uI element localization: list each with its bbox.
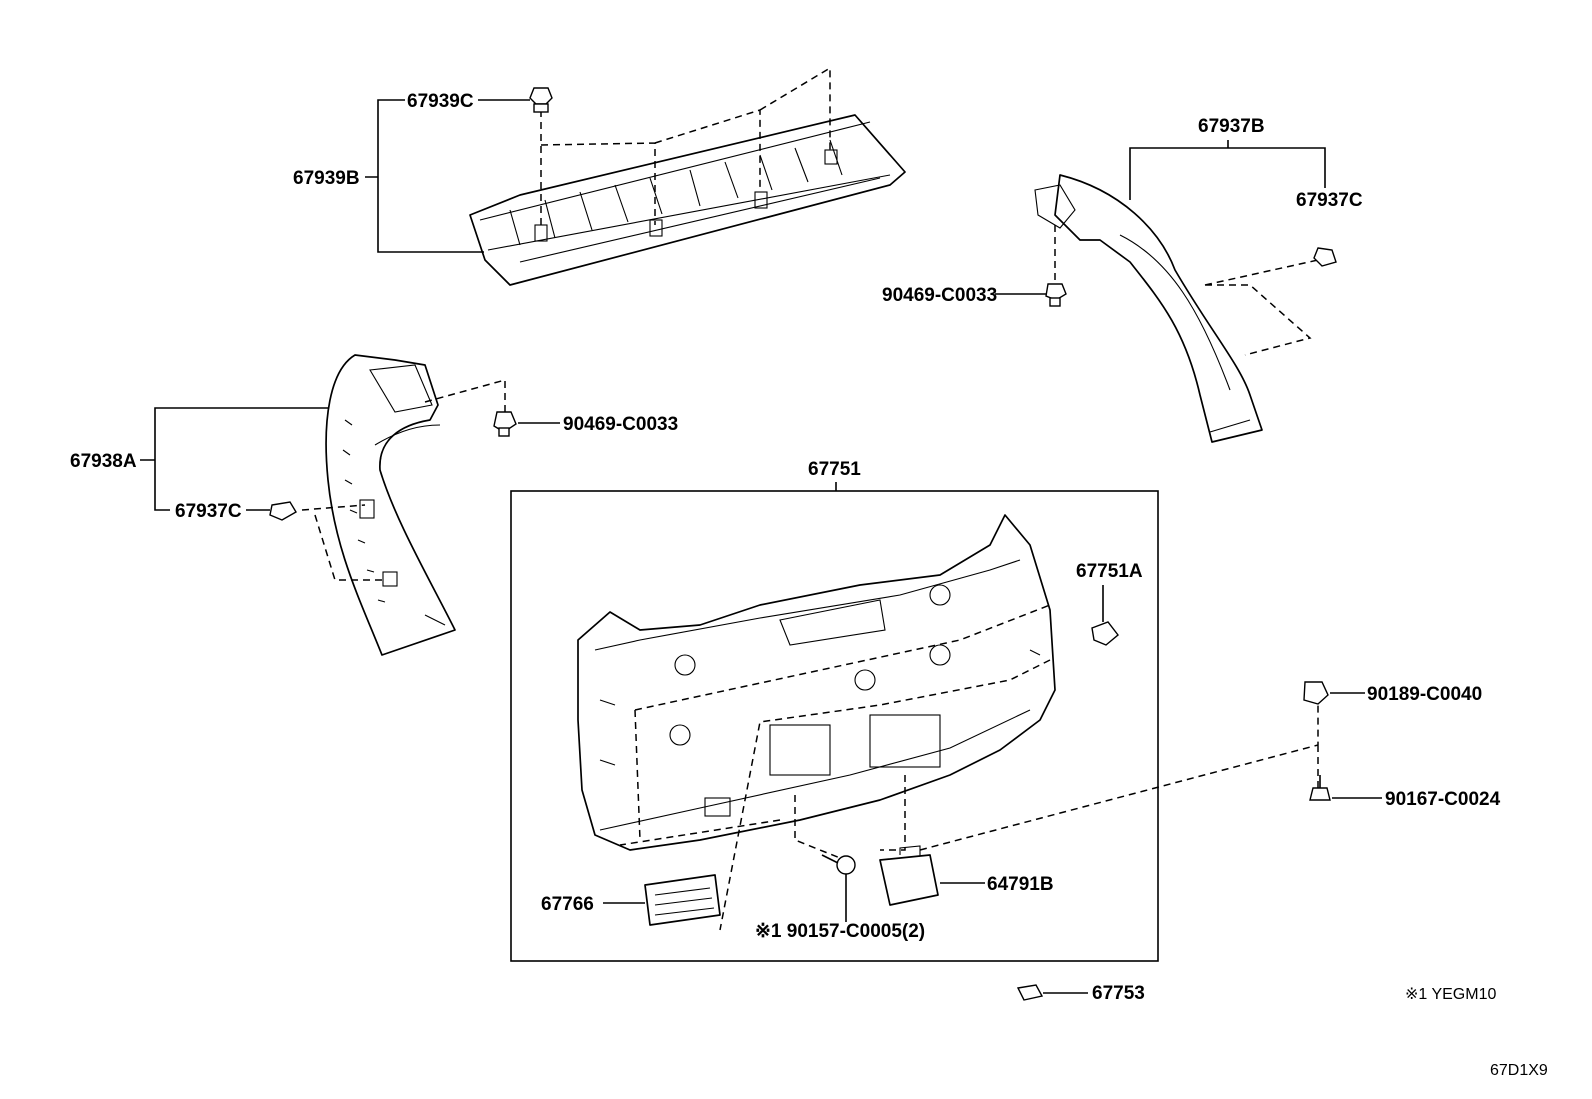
label-90157: ※1 90157-C0005(2) <box>755 921 925 942</box>
label-90469-left: 90469-C0033 <box>563 414 678 435</box>
label-67753: 67753 <box>1092 983 1145 1004</box>
assembly-box-67751 <box>510 490 1159 962</box>
label-67766: 67766 <box>541 894 594 915</box>
clip-67939C-icon <box>529 87 553 113</box>
clip-90469-left-icon <box>493 411 517 437</box>
label-67939C: 67939C <box>407 91 474 112</box>
label-67751: 67751 <box>808 459 861 480</box>
back-door-board-67751 <box>577 514 1056 851</box>
label-67937B: 67937B <box>1198 116 1265 137</box>
clip-67751A-icon <box>1091 621 1119 646</box>
clip-67937C-right-icon <box>1313 247 1337 267</box>
label-67937C-right: 67937C <box>1296 190 1363 211</box>
clip-67753-icon <box>1016 984 1044 1001</box>
label-90469-right: 90469-C0033 <box>882 285 997 306</box>
upper-back-door-trim-67939B <box>469 114 906 286</box>
screw-90167-icon <box>1309 775 1331 801</box>
footnote: ※1 YEGM10 <box>1405 986 1496 1003</box>
label-67938A: 67938A <box>70 451 137 472</box>
screw-90157-icon <box>821 854 856 875</box>
diagram-code: 67D1X9 <box>1490 1062 1548 1079</box>
cover-67766 <box>644 874 721 926</box>
clip-90469-right-icon <box>1045 283 1067 307</box>
label-90167: 90167-C0024 <box>1385 789 1501 810</box>
label-67751A: 67751A <box>1076 561 1143 582</box>
back-door-side-trim-67938A <box>325 354 456 656</box>
label-90189: 90189-C0040 <box>1367 684 1482 705</box>
clip-90189-icon <box>1303 681 1329 705</box>
label-64791B: 64791B <box>987 874 1054 895</box>
clip-67937C-left-icon <box>269 501 297 521</box>
label-67937C-left: 67937C <box>175 501 242 522</box>
cover-64791B <box>879 845 939 906</box>
label-67939B: 67939B <box>293 168 360 189</box>
back-door-side-trim-67937B <box>1034 174 1263 443</box>
